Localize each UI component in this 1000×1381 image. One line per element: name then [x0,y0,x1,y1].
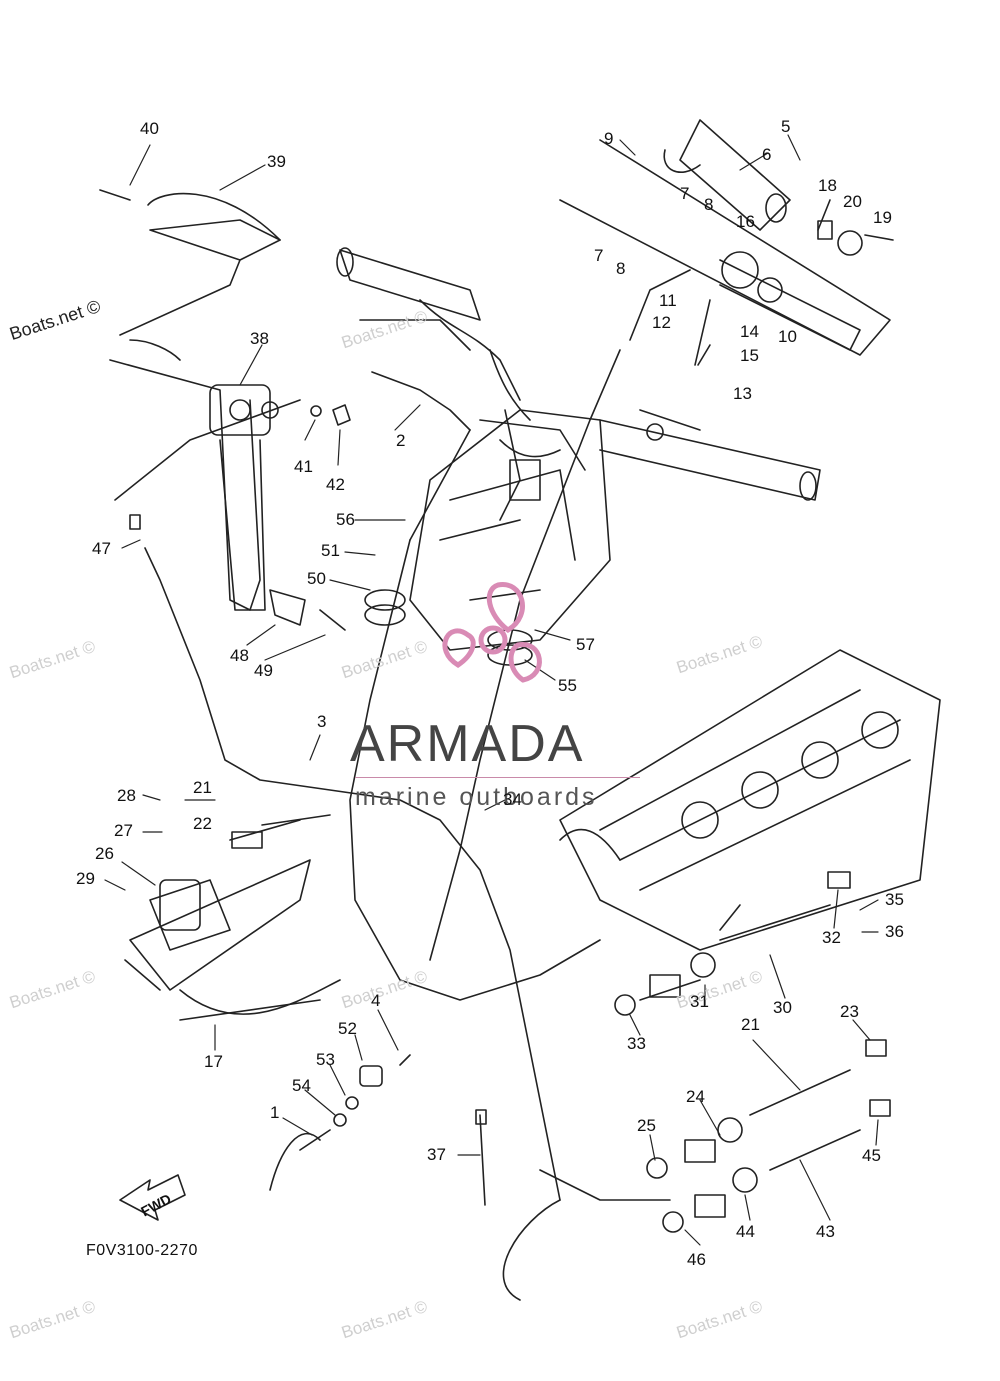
callout-47: 47 [92,539,111,558]
callout-14: 14 [740,322,759,341]
callout-15: 15 [740,346,759,365]
callout-21: 21 [193,778,212,797]
callout-32: 32 [822,928,841,947]
callout-35: 35 [885,890,904,909]
callout-39: 39 [267,152,286,171]
callout-23: 23 [840,1002,859,1021]
callout-17: 17 [204,1052,223,1071]
callout-38: 38 [250,329,269,348]
forward-arrow [119,1174,186,1221]
callout-9: 9 [604,129,614,148]
callout-52: 52 [338,1019,357,1038]
callout-54: 54 [292,1076,311,1095]
callout-6: 6 [762,145,772,164]
callout-5: 5 [781,117,791,136]
callout-4: 4 [371,991,381,1010]
callout-1: 1 [270,1103,280,1122]
brand-name: ARMADA [350,715,585,773]
callout-19: 19 [873,208,892,227]
callout-8: 8 [616,259,626,278]
callout-40: 40 [140,119,159,138]
cable-kits [269,871,891,1301]
callout-12: 12 [652,313,671,332]
callout-8: 8 [704,195,714,214]
callout-11: 11 [659,291,677,310]
callout-33: 33 [627,1034,646,1053]
callout-51: 51 [321,541,340,560]
callout-25: 25 [637,1116,656,1135]
callout-7: 7 [680,184,690,203]
callout-42: 42 [326,475,345,494]
callout-43: 43 [816,1222,835,1241]
throttle-grip-assembly [429,119,894,961]
callout-16: 16 [736,212,755,231]
callout-48: 48 [230,646,249,665]
callout-45: 45 [862,1146,881,1165]
callout-36: 36 [885,922,904,941]
leader-lines [104,134,879,1246]
callout-3: 3 [317,712,327,731]
callout-27: 27 [114,821,133,840]
callout-2: 2 [396,431,406,450]
diagram-code: F0V3100-2270 [86,1242,198,1259]
handlebar-assembly [336,247,821,501]
callout-7: 7 [594,246,604,265]
steering-housing [409,409,611,651]
callout-46: 46 [687,1250,706,1269]
callout-26: 26 [95,844,114,863]
lever-bracket-assembly [99,189,351,631]
brand-logo-mark [442,582,542,683]
callout-30: 30 [773,998,792,1017]
callout-53: 53 [316,1050,335,1069]
callout-44: 44 [736,1222,755,1241]
callout-24: 24 [686,1087,705,1106]
callout-22: 22 [193,814,212,833]
callout-21: 21 [741,1015,760,1034]
callout-28: 28 [117,786,136,805]
brand-underline [355,777,640,778]
callout-49: 49 [254,661,273,680]
callout-18: 18 [818,176,837,195]
engine-block [559,649,941,951]
callout-13: 13 [733,384,752,403]
callout-41: 41 [294,457,313,476]
callout-37: 37 [427,1145,446,1164]
callout-20: 20 [843,192,862,211]
callout-55: 55 [558,676,577,695]
small-hardware [333,1054,487,1206]
callout-34: 34 [503,790,522,809]
throttle-cable [129,514,561,1201]
steering-cable [229,371,601,1001]
brand-tagline: marine outboards [355,783,598,811]
callout-29: 29 [76,869,95,888]
control-unit [124,859,341,1021]
callout-10: 10 [778,327,797,346]
callout-56: 56 [336,510,355,529]
callout-31: 31 [690,992,709,1011]
callout-57: 57 [576,635,595,654]
callout-50: 50 [307,569,326,588]
